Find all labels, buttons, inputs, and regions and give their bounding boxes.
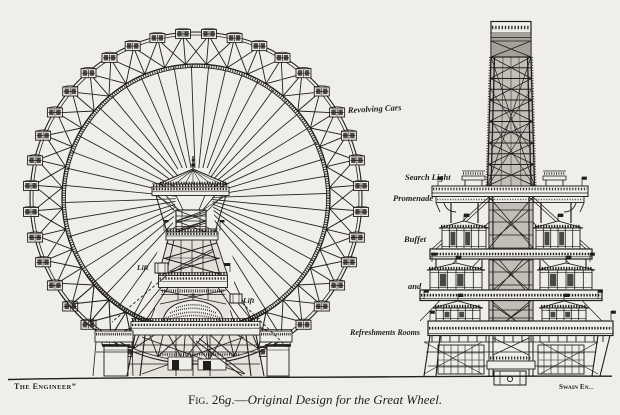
- svg-text:THE ENGINEER”: THE ENGINEER”: [14, 382, 76, 391]
- svg-text:Lift: Lift: [242, 296, 255, 305]
- svg-text:Search Light: Search Light: [405, 172, 451, 182]
- svg-text:and: and: [408, 281, 422, 291]
- svg-text:Refreshments Rooms: Refreshments Rooms: [349, 328, 420, 337]
- svg-text:Revolving Cars: Revolving Cars: [347, 102, 403, 115]
- svg-text:Promenade: Promenade: [393, 193, 433, 203]
- svg-text:SWAIN EN…: SWAIN EN…: [559, 383, 594, 391]
- svg-text:Lift: Lift: [136, 263, 149, 272]
- svg-text:Buffet: Buffet: [403, 234, 427, 244]
- svg-text:FIG. 26g.—Original Design for: FIG. 26g.—Original Design for the Great …: [188, 392, 442, 407]
